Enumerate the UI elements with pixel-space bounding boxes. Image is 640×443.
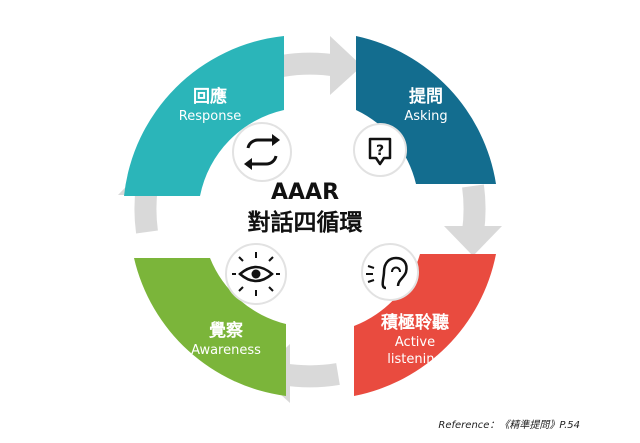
label-active-listening: 積極聆聽 Active listening	[360, 312, 470, 368]
segment-asking	[356, 36, 496, 184]
arrow-bottom	[280, 363, 340, 388]
eye-icon	[225, 243, 287, 305]
awareness-zh: 覺察	[209, 321, 243, 341]
segment-active-listening	[354, 254, 496, 396]
cycle-arrows-icon	[232, 122, 292, 182]
asking-zh: 提問	[409, 87, 443, 107]
active-listening-en-1: Active	[394, 335, 436, 350]
center-title: AAAR	[270, 180, 340, 205]
active-listening-en-2: listening	[387, 352, 443, 367]
arrow-head-top	[330, 36, 362, 95]
segment-response	[124, 36, 284, 196]
active-listening-zh: 積極聆聽	[381, 313, 449, 333]
center-subtitle: 對話四循環	[247, 210, 363, 236]
asking-en: Asking	[404, 109, 448, 124]
segment-awareness	[134, 258, 286, 396]
arrow-head-right	[444, 226, 502, 256]
label-asking: 提問 Asking	[376, 86, 476, 125]
ear-icon	[361, 243, 419, 301]
label-awareness: 覺察 Awareness	[176, 320, 276, 359]
awareness-en: Awareness	[191, 343, 261, 358]
arrow-top	[280, 52, 340, 77]
question-bubble-icon: ?	[353, 123, 407, 177]
response-en: Response	[178, 109, 242, 124]
reference-note: Reference：《精準提問》P.54	[438, 420, 580, 431]
arrow-right	[462, 184, 486, 234]
response-zh: 回應	[193, 87, 227, 107]
svg-text:?: ?	[376, 143, 384, 159]
label-response: 回應 Response	[160, 86, 260, 125]
